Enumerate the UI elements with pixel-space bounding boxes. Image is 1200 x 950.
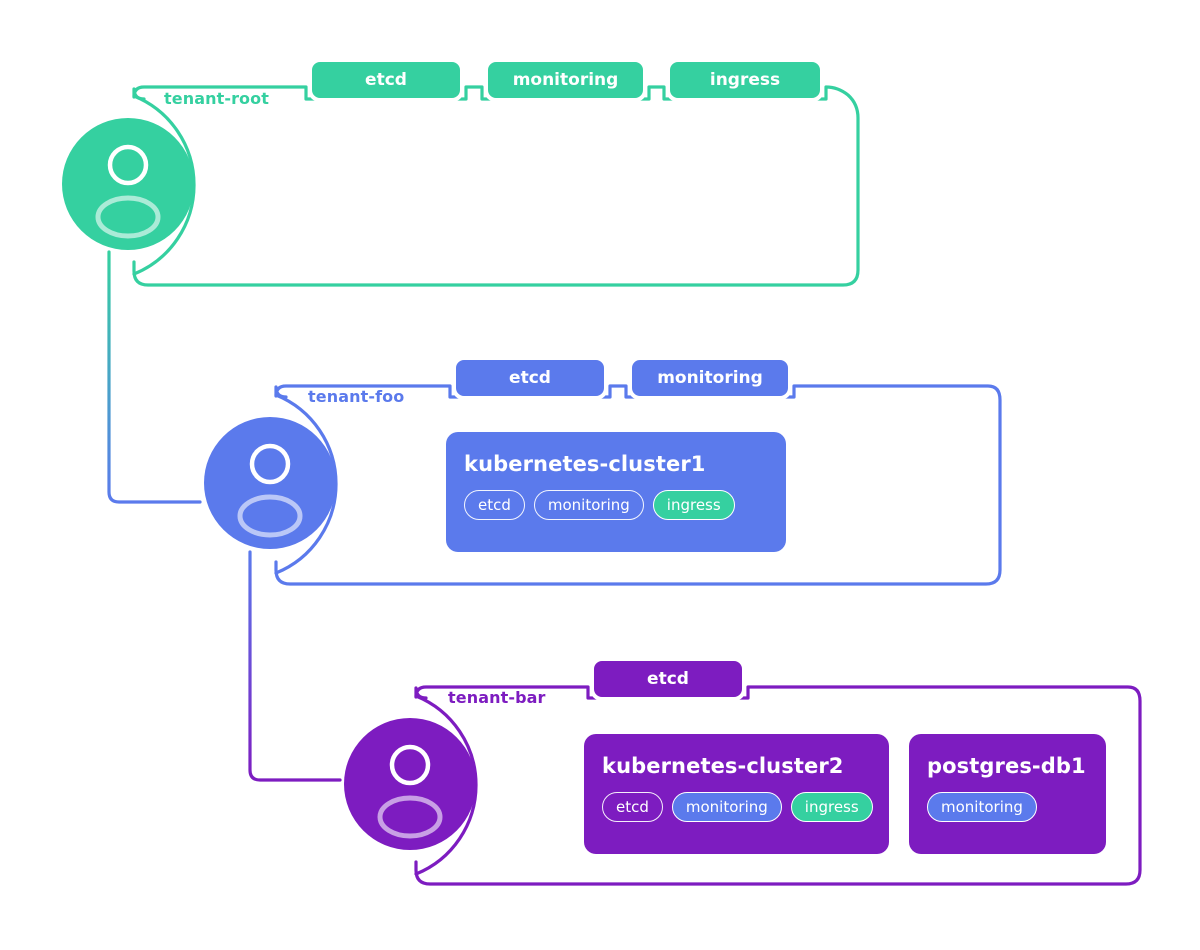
tenant-chip-etcd-foo[interactable]: etcd [452, 356, 608, 400]
resource-card-title: kubernetes-cluster1 [464, 452, 706, 476]
tenant-root-container [132, 85, 860, 287]
resource-pill-row: etcd monitoring ingress [464, 490, 768, 520]
resource-card-kubernetes-cluster2[interactable]: kubernetes-cluster2 etcd monitoring ingr… [584, 734, 889, 854]
tenant-label-tenant-root: tenant-root [164, 89, 269, 108]
tenant-label-tenant-bar: tenant-bar [448, 688, 546, 707]
resource-pill-etcd[interactable]: etcd [602, 792, 663, 822]
avatar-tenant-root[interactable] [50, 118, 210, 250]
resource-pill-ingress[interactable]: ingress [652, 490, 735, 520]
resource-card-postgres-db1[interactable]: postgres-db1 monitoring [909, 734, 1106, 854]
tenant-chip-monitoring-foo[interactable]: monitoring [628, 356, 792, 400]
avatar-tenant-foo[interactable] [192, 417, 352, 549]
tenant-label-tenant-foo: tenant-foo [308, 387, 405, 406]
tenant-chip-ingress-root[interactable]: ingress [666, 58, 824, 102]
resource-pill-monitoring[interactable]: monitoring [671, 792, 782, 822]
tenant-chip-monitoring-root[interactable]: monitoring [484, 58, 647, 102]
resource-pill-row: etcd monitoring ingress [602, 792, 873, 822]
connector-foo-to-bar [248, 550, 342, 782]
resource-card-title: postgres-db1 [927, 754, 1086, 778]
resource-card-kubernetes-cluster1[interactable]: kubernetes-cluster1 etcd monitoring ingr… [446, 432, 786, 552]
resource-card-title: kubernetes-cluster2 [602, 754, 844, 778]
resource-pill-row: monitoring [927, 792, 1088, 822]
resource-pill-ingress[interactable]: ingress [790, 792, 873, 822]
resource-pill-etcd[interactable]: etcd [464, 490, 525, 520]
resource-pill-monitoring[interactable]: monitoring [927, 792, 1037, 822]
tenant-chip-etcd-root[interactable]: etcd [308, 58, 464, 102]
resource-pill-monitoring[interactable]: monitoring [533, 490, 644, 520]
avatar-tenant-bar[interactable] [332, 718, 492, 850]
tenant-chip-etcd-bar[interactable]: etcd [590, 657, 746, 701]
connector-root-to-foo [107, 250, 202, 504]
